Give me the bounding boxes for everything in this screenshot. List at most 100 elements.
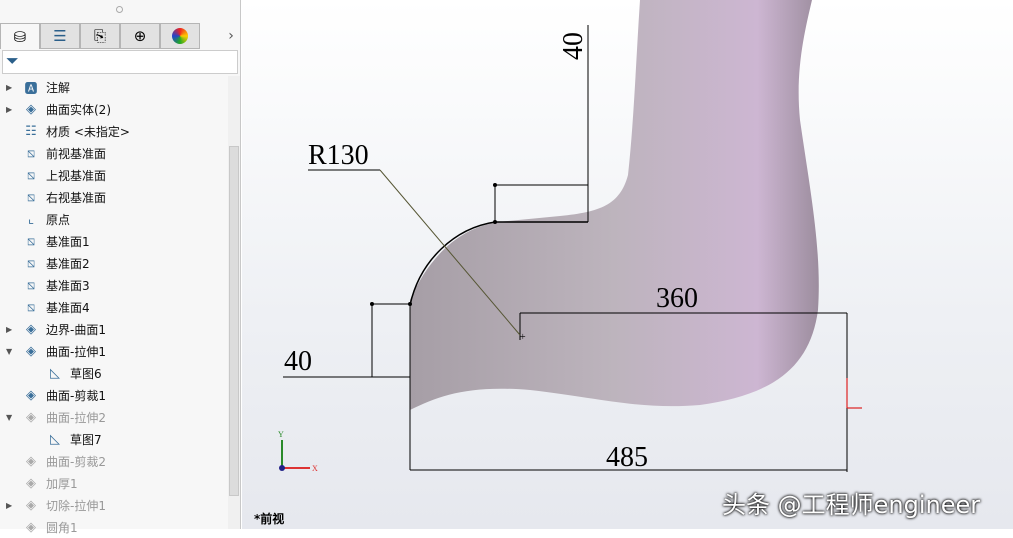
sketch-arc: [409, 221, 496, 306]
origin-icon: ⌞: [27, 211, 35, 227]
tree-item[interactable]: ◺ 草图6: [0, 362, 228, 384]
tree-item[interactable]: ◈ 圆角1: [0, 516, 228, 538]
dim-r130[interactable]: R130: [308, 140, 369, 171]
tree-item[interactable]: ⧅ 前视基准面: [0, 142, 228, 164]
dim-485[interactable]: 485: [606, 442, 648, 473]
tree-item[interactable]: ▶ ◈ 曲面实体(2): [0, 98, 228, 120]
tree-item-label: 草图6: [70, 366, 102, 381]
axis-x-label: X: [312, 464, 318, 473]
expand-arrow-icon[interactable]: ▼: [6, 412, 13, 422]
tree-item-label: 注解: [46, 80, 71, 95]
axis-y-label: Y: [278, 430, 284, 439]
tree-item[interactable]: ▶ ◈ 边界-曲面1: [0, 318, 228, 340]
tree-item-label: 原点: [46, 212, 71, 227]
plane-icon: ⧅: [26, 145, 36, 161]
tree-item-label: 基准面3: [46, 278, 90, 293]
tab-property-manager[interactable]: ☰: [40, 23, 80, 49]
filter-input[interactable]: ⏷: [2, 50, 238, 74]
tree-item-label: 曲面-拉伸1: [46, 344, 106, 359]
extruded-surface-icon: ◈: [26, 409, 36, 425]
tree-scrollbar[interactable]: [228, 76, 240, 529]
filter-icon: ⏷: [6, 51, 19, 70]
panel-grip[interactable]: [116, 6, 123, 13]
boundary-surface-icon: ◈: [26, 321, 36, 337]
expand-arrow-icon[interactable]: ▶: [6, 104, 13, 114]
material-icon: ☷: [25, 123, 37, 139]
tree-item-label: 圆角1: [46, 520, 78, 535]
plane-icon: ⧅: [26, 189, 36, 205]
tree-item-label: 基准面4: [46, 300, 90, 315]
tree-item[interactable]: ⧅ 基准面2: [0, 252, 228, 274]
scrollbar-thumb[interactable]: [229, 146, 239, 496]
feature-manager-panel: ⛁ ☰ ⎘ ⊕ › ⏷ ▶🅰注解▶◈曲面实体(2)☷材质 <未指定>⧅前视基准面…: [0, 0, 241, 535]
tree-item-label: 切除-拉伸1: [46, 498, 106, 513]
tree-item[interactable]: ⧅ 基准面4: [0, 296, 228, 318]
thicken-icon: ◈: [26, 475, 36, 491]
tab-dimxpert[interactable]: ⊕: [120, 23, 160, 49]
svg-text:+: +: [520, 332, 526, 343]
plane-icon: ⧅: [26, 255, 36, 271]
tree-item-label: 边界-曲面1: [46, 322, 106, 337]
dimxpert-icon: ⊕: [133, 27, 147, 45]
tree-item-label: 曲面-剪裁1: [46, 388, 106, 403]
dim-360[interactable]: 360: [656, 283, 698, 314]
tree-item[interactable]: ▶🅰注解: [0, 76, 228, 98]
tree-item-label: 草图7: [70, 432, 102, 447]
surface-body[interactable]: [410, 0, 819, 410]
plane-icon: ⧅: [26, 167, 36, 183]
graphics-viewport[interactable]: + 40 R130 360 40 485 Y X: [242, 0, 1013, 529]
tree-item[interactable]: ▼ ◈ 曲面-拉伸2: [0, 406, 228, 428]
tab-display-manager[interactable]: [160, 23, 200, 49]
tree-item[interactable]: ⧅ 上视基准面: [0, 164, 228, 186]
expand-arrow-icon[interactable]: ▶: [6, 500, 13, 510]
tree-item[interactable]: ⧅ 基准面3: [0, 274, 228, 296]
tree-item[interactable]: ⧅ 右视基准面: [0, 186, 228, 208]
view-name-label: *前视: [254, 512, 285, 526]
dim-top-40[interactable]: 40: [558, 32, 589, 60]
tree-item-label: 前视基准面: [46, 146, 107, 161]
tree-item-label: 曲面实体(2): [46, 102, 111, 117]
expand-arrow-icon[interactable]: ▶: [6, 324, 13, 334]
expand-arrow-icon[interactable]: ▼: [6, 346, 13, 356]
tree-item[interactable]: ◈ 加厚1: [0, 472, 228, 494]
panel-tabs: ⛁ ☰ ⎘ ⊕ ›: [0, 23, 241, 49]
extruded-surface-icon: ◈: [26, 343, 36, 359]
expand-arrow-icon[interactable]: ▶: [6, 82, 13, 92]
tree-item-label: 右视基准面: [46, 190, 107, 205]
display-manager-icon: [172, 28, 188, 44]
tree-item[interactable]: ◺ 草图7: [0, 428, 228, 450]
more-tabs-chevron-icon[interactable]: ›: [228, 28, 234, 44]
tree-item[interactable]: ⌞ 原点: [0, 208, 228, 230]
feature-manager-icon: ⛁: [13, 27, 27, 46]
property-manager-icon: ☰: [53, 27, 67, 45]
sketch-origin-icon: [846, 378, 862, 409]
plane-icon: ⧅: [26, 299, 36, 315]
fillet-icon: ◈: [26, 519, 36, 535]
tree-item-label: 基准面2: [46, 256, 90, 271]
configuration-manager-icon: ⎘: [93, 27, 106, 45]
tree-item[interactable]: ⧅基准面1: [0, 230, 228, 252]
tree-item-label: 上视基准面: [46, 168, 107, 183]
tree-item[interactable]: ▶ ◈ 切除-拉伸1: [0, 494, 228, 516]
tab-feature-manager[interactable]: ⛁: [0, 23, 40, 49]
tree-item[interactable]: ◈ 曲面-剪裁1: [0, 384, 228, 406]
tree-item-label: 曲面-剪裁2: [46, 454, 106, 469]
plane-icon: ⧅: [26, 277, 36, 293]
trim-surface-icon: ◈: [26, 387, 36, 403]
sketch-icon: ◺: [50, 431, 60, 447]
tree-item[interactable]: ◈ 曲面-剪裁2: [0, 450, 228, 472]
axis-triad-icon: Y X: [278, 430, 318, 473]
cut-extrude-icon: ◈: [26, 497, 36, 513]
surface-bodies-icon: ◈: [26, 101, 36, 117]
watermark: 头条 @工程师engineer: [722, 491, 981, 519]
tree-item-label: 材质 <未指定>: [46, 124, 130, 139]
dim-left-40[interactable]: 40: [284, 346, 312, 377]
sketch-icon: ◺: [50, 365, 60, 381]
tree-item[interactable]: ▼ ◈ 曲面-拉伸1: [0, 340, 228, 362]
tree-item-label: 曲面-拉伸2: [46, 410, 106, 425]
tab-configuration-manager[interactable]: ⎘: [80, 23, 120, 49]
feature-tree: ▶🅰注解▶◈曲面实体(2)☷材质 <未指定>⧅前视基准面⧅上视基准面⧅右视基准面…: [0, 76, 228, 538]
tree-item[interactable]: ☷ 材质 <未指定>: [0, 120, 228, 142]
tree-item-label: 加厚1: [46, 476, 78, 491]
trim-surface-icon: ◈: [26, 453, 36, 469]
